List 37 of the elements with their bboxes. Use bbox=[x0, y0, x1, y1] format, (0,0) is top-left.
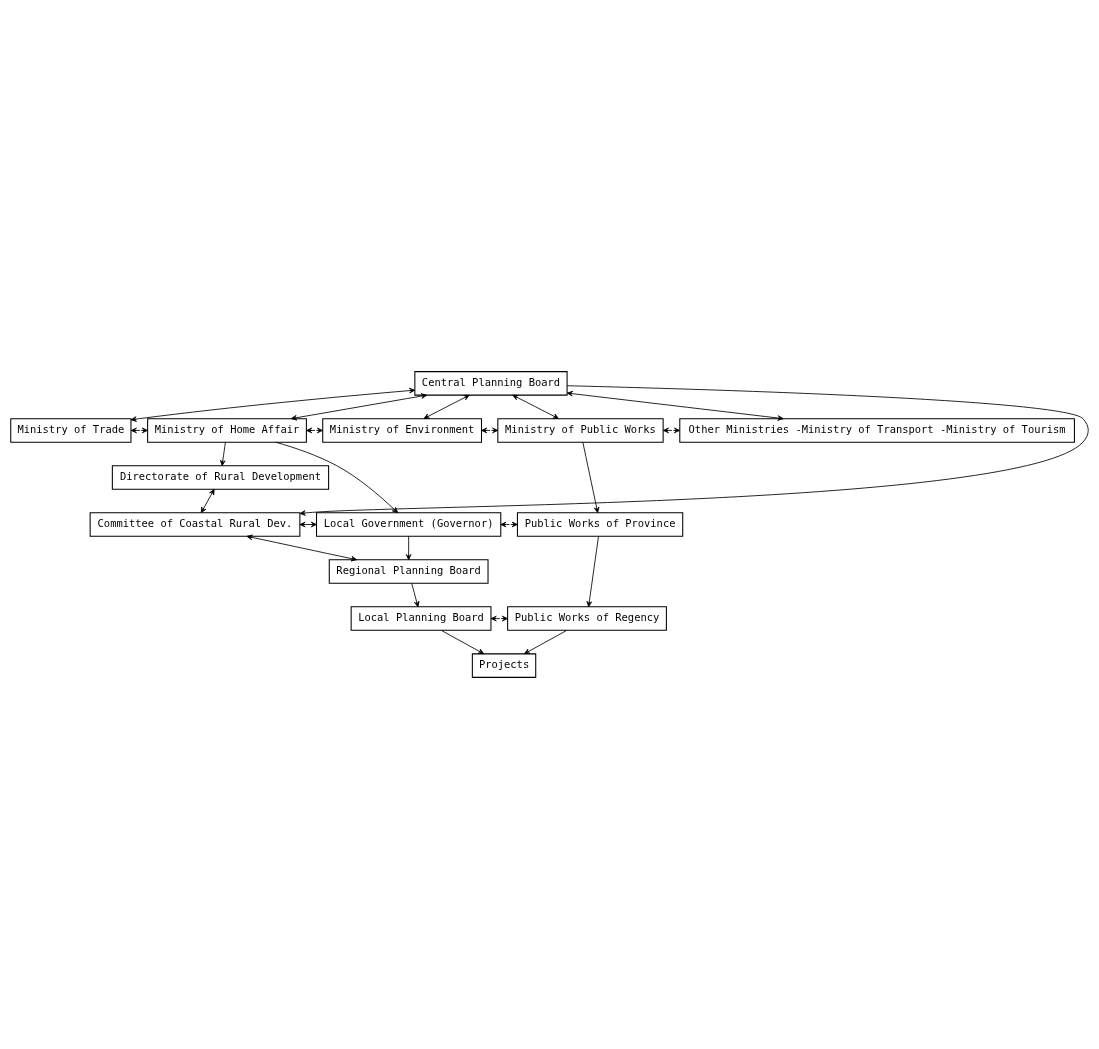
node-box: Ministry of Public Works bbox=[497, 418, 664, 443]
arrow bbox=[582, 441, 600, 514]
arrow bbox=[275, 441, 399, 514]
arrow bbox=[566, 390, 784, 421]
node-box: Directorate of Rural Development bbox=[111, 465, 330, 490]
arrow bbox=[440, 630, 485, 655]
node-box: Committee of Coastal Rural Dev. bbox=[89, 512, 301, 537]
node-box: Local Government (Governor) bbox=[316, 512, 502, 537]
arrow bbox=[220, 441, 226, 467]
arrow bbox=[130, 387, 416, 422]
arrow bbox=[200, 489, 215, 514]
arrow bbox=[500, 521, 518, 528]
node-box: Local Planning Board bbox=[350, 606, 492, 631]
node-box: Ministry of Home Affair bbox=[147, 418, 307, 443]
arrow bbox=[512, 394, 559, 419]
arrow bbox=[290, 393, 428, 421]
node-box: Ministry of Environment bbox=[322, 418, 482, 443]
node-box: Ministry of Trade bbox=[10, 418, 132, 443]
arrow bbox=[524, 630, 568, 655]
node-box: Other Ministries -Ministry of Transport -Ministry of Tourism bbox=[679, 418, 1075, 443]
arrow bbox=[130, 427, 148, 434]
node-box: Regional Planning Board bbox=[328, 559, 489, 584]
arrow bbox=[662, 427, 681, 434]
arrow bbox=[246, 534, 358, 562]
arrow bbox=[490, 615, 508, 622]
arrow bbox=[299, 521, 317, 528]
arrow bbox=[405, 536, 412, 561]
arrow bbox=[481, 427, 499, 434]
arrow bbox=[423, 394, 470, 419]
arrow bbox=[411, 583, 420, 608]
node-box: Public Works of Province bbox=[516, 512, 684, 537]
arrow bbox=[299, 385, 1089, 516]
arrow bbox=[586, 535, 599, 608]
node-box: Central Planning Board bbox=[414, 371, 568, 396]
arrow bbox=[306, 427, 323, 434]
node-box: Projects bbox=[471, 653, 537, 678]
node-box: Public Works of Regency bbox=[507, 606, 667, 631]
